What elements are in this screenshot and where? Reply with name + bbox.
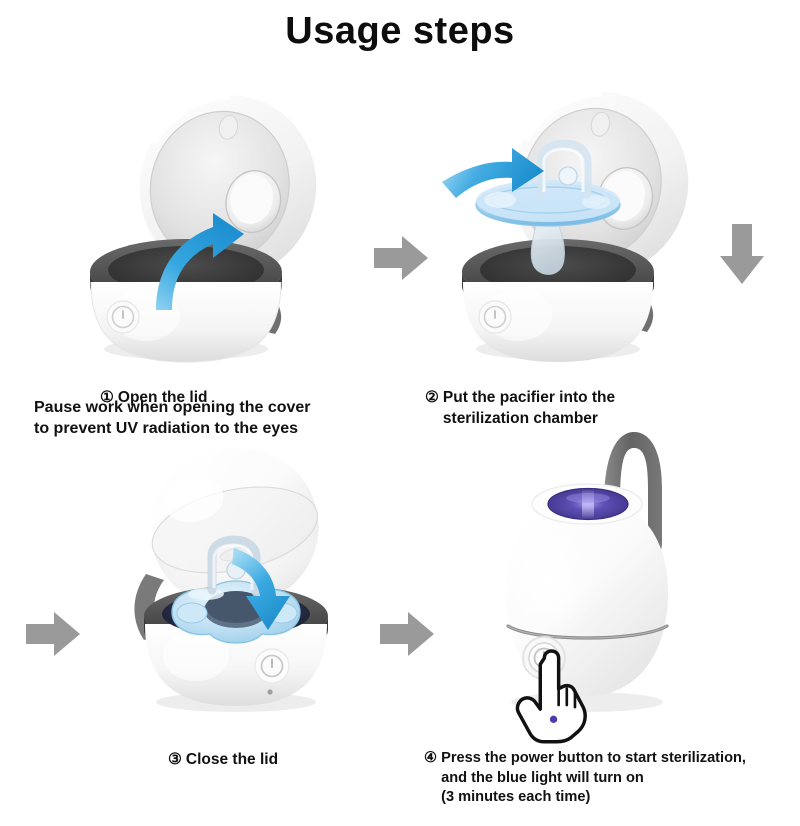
page-title: Usage steps [285, 10, 515, 52]
hand-cursor-icon [515, 649, 587, 744]
step-2-label: Put the pacifier into the sterilization … [442, 389, 616, 427]
step-2-illustration [440, 72, 740, 362]
arrow-step1-to-step2 [372, 232, 430, 284]
step-4-illustration [452, 430, 752, 744]
step-1-illustration [68, 72, 368, 363]
power-button-icon [106, 300, 140, 334]
sterilizer-with-pacifier-svg [442, 91, 689, 362]
step-3-caption: ③ Close the lid [168, 730, 408, 791]
step-2-number: ② [425, 389, 439, 407]
power-button-icon [254, 648, 290, 695]
arrow-step2-to-step3 [716, 222, 768, 286]
sterilizer-open-lid-empty-svg [90, 94, 317, 363]
blue-curved-up-arrow-icon [156, 213, 244, 310]
step-4-number: ④ [424, 750, 438, 767]
usage-steps-infographic: Usage steps [24, 10, 768, 805]
sterilizer-closed-uv-on-svg [506, 432, 669, 744]
step-1-caption: ① Open the lid [100, 368, 380, 429]
arrow-step3-to-step4 [378, 608, 436, 660]
power-button-icon [478, 300, 512, 334]
step-4-label: Press the power button to start steriliz… [441, 750, 746, 805]
step-1-label: Open the lid [117, 389, 208, 407]
blue-right-arrow-icon [442, 148, 544, 198]
arrow-wrap-to-step3 [24, 608, 82, 660]
blue-down-arrow-icon [232, 548, 290, 630]
uv-light-indicator [547, 487, 629, 521]
step-2-caption: ② Put the pacifier into the sterilizatio… [425, 368, 725, 450]
sterilizer-closing-lid-svg [134, 447, 328, 712]
step-3-label: Close the lid [185, 751, 279, 769]
step-3-illustration [86, 444, 386, 714]
step-4-caption: ④ Press the power button to start steril… [424, 730, 800, 826]
step-3-number: ③ [168, 751, 182, 769]
step-1-note: Pause work when opening the cover to pre… [34, 399, 311, 437]
step-1-number: ① [100, 389, 114, 407]
